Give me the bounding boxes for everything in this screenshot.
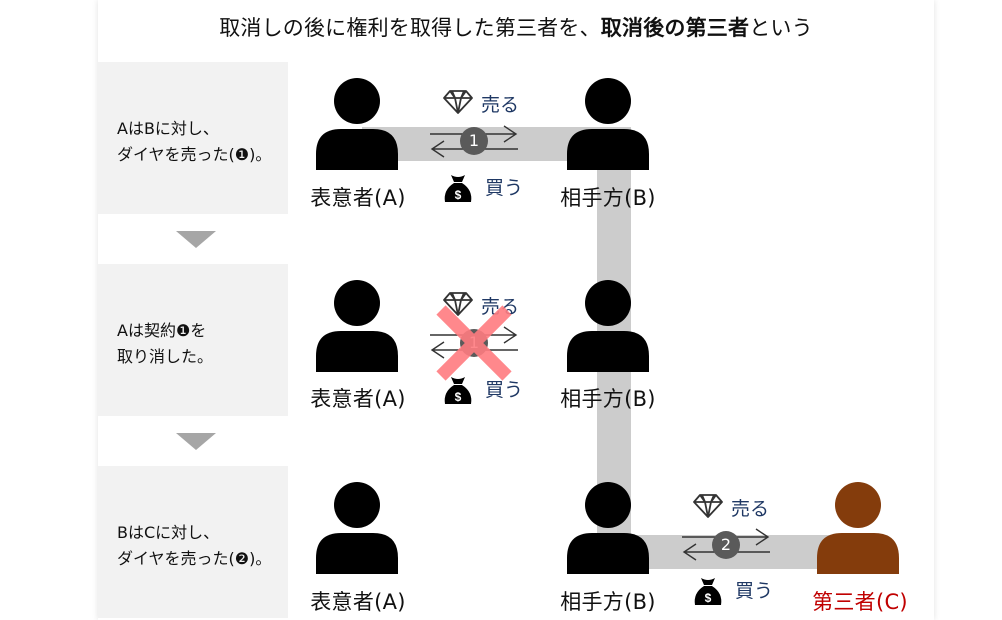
person-icon — [316, 280, 398, 372]
step-text-3: BはCに対し、 ダイヤを売った(❷)。 — [117, 520, 271, 572]
party-b-label: 相手方(B) — [560, 387, 656, 411]
party-a-label: 表意者(A) — [310, 186, 406, 210]
sell-label: 売る — [481, 296, 520, 318]
diamond-icon — [443, 292, 473, 316]
step-1-line-2: ダイヤを売った(❶)。 — [117, 145, 272, 164]
diamond-icon — [693, 494, 723, 518]
cross-icon — [436, 305, 512, 381]
step-1-line-1: AはBに対し、 — [117, 119, 219, 138]
down-triangle-icon — [176, 231, 216, 248]
money-bag-icon: $ — [444, 377, 472, 404]
money-bag-icon: $ — [444, 175, 472, 202]
step-panel-3: BはCに対し、 ダイヤを売った(❷)。 — [98, 466, 288, 618]
step-text-1: AはBに対し、 ダイヤを売った(❶)。 — [117, 116, 271, 168]
title-bold: 取消後の第三者 — [600, 16, 750, 40]
buy-label: 買う — [735, 580, 774, 602]
party-a-label: 表意者(A) — [310, 590, 406, 614]
party-c-label: 第三者(C) — [812, 590, 908, 614]
buy-label: 買う — [485, 177, 524, 199]
step-3-line-1: BはCに対し、 — [117, 523, 220, 542]
party-b-label: 相手方(B) — [560, 590, 656, 614]
step-2-line-2: 取り消した。 — [117, 347, 214, 366]
sell-label: 売る — [731, 498, 770, 520]
party-a-label: 表意者(A) — [310, 387, 406, 411]
svg-text:$: $ — [455, 390, 462, 404]
step-3-line-2: ダイヤを売った(❷)。 — [117, 549, 272, 568]
money-bag-icon: $ — [694, 578, 722, 605]
svg-text:$: $ — [455, 188, 462, 202]
contract-2-badge: 2 — [712, 531, 740, 559]
person-icon — [567, 78, 649, 170]
down-triangle-icon — [176, 433, 216, 450]
sell-label: 売る — [481, 94, 520, 116]
title-tail: という — [749, 16, 813, 40]
person-icon — [567, 280, 649, 372]
svg-text:$: $ — [705, 591, 712, 605]
contract-1-badge: 1 — [460, 127, 488, 155]
party-b-label: 相手方(B) — [560, 186, 656, 210]
person-icon — [316, 78, 398, 170]
step-panel-1: AはBに対し、 ダイヤを売った(❶)。 — [98, 62, 288, 214]
person-icon — [817, 482, 899, 574]
title-main: 取消しの後に権利を取得した第三者を、 — [219, 16, 601, 40]
person-icon — [567, 482, 649, 574]
buy-label: 買う — [485, 379, 524, 401]
person-icon — [316, 482, 398, 574]
step-panel-2: Aは契約❶を 取り消した。 — [98, 264, 288, 416]
step-text-2: Aは契約❶を 取り消した。 — [117, 318, 213, 370]
step-2-line-1: Aは契約❶を — [117, 321, 207, 340]
diagram-title: 取消しの後に権利を取得した第三者を、取消後の第三者という — [98, 12, 934, 42]
diamond-icon — [443, 90, 473, 114]
